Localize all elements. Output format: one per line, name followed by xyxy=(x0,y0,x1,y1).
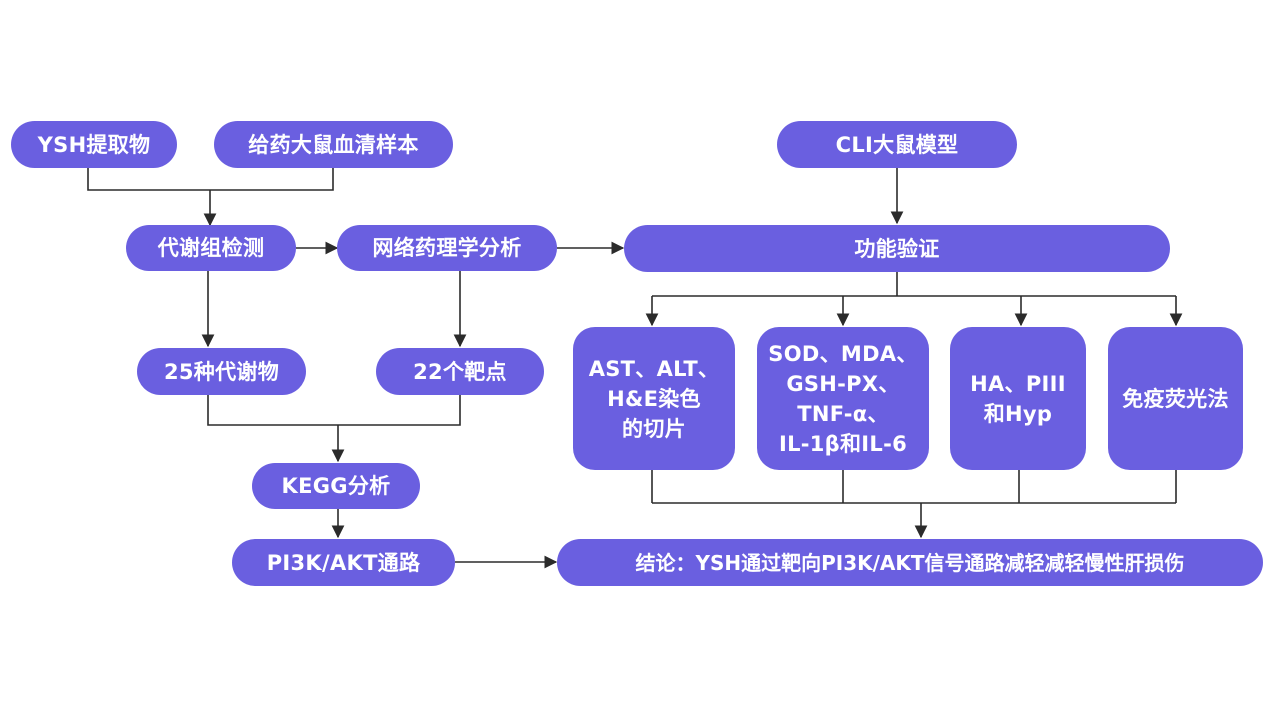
node-functional-validation: 功能验证 xyxy=(624,225,1170,272)
node-label: 25种代谢物 xyxy=(163,359,280,384)
card-lines: 免疫荧光法 xyxy=(1122,384,1229,414)
node-targets: 22个靶点 xyxy=(376,348,544,395)
card-line: SOD、MDA、 xyxy=(768,341,918,366)
card-lines: AST、ALT、 H&E染色 的切片 xyxy=(589,354,720,444)
card-line: 的切片 xyxy=(622,416,686,441)
card-line: 和Hyp xyxy=(983,401,1053,426)
node-metabolomics: 代谢组检测 xyxy=(126,225,296,271)
node-metabolites: 25种代谢物 xyxy=(137,348,306,395)
card-lines: SOD、MDA、 GSH-PX、 TNF-α、 IL-1β和IL-6 xyxy=(768,339,917,459)
node-ysh-extract: YSH提取物 xyxy=(11,121,177,168)
card-fibrosis-markers: HA、PIII 和Hyp xyxy=(950,327,1086,470)
node-serum-sample: 给药大鼠血清样本 xyxy=(214,121,453,168)
node-label: PI3K/AKT通路 xyxy=(266,550,421,575)
node-label: YSH提取物 xyxy=(37,132,151,157)
card-line: IL-1β和IL-6 xyxy=(778,431,908,456)
card-line: H&E染色 xyxy=(607,386,701,411)
node-network-pharmacology: 网络药理学分析 xyxy=(337,225,557,271)
node-cli-model: CLI大鼠模型 xyxy=(777,121,1017,168)
node-label: 22个靶点 xyxy=(413,359,507,384)
node-label: 网络药理学分析 xyxy=(372,236,522,260)
card-line: TNF-α、 xyxy=(797,401,889,426)
node-conclusion: 结论：YSH通过靶向PI3K/AKT信号通路减轻减轻慢性肝损伤 xyxy=(557,539,1263,586)
connector-to-kegg-merge xyxy=(207,395,461,426)
card-immunofluorescence: 免疫荧光法 xyxy=(1108,327,1243,470)
connector-inputs-merge xyxy=(87,168,334,191)
card-oxidative-inflammatory: SOD、MDA、 GSH-PX、 TNF-α、 IL-1β和IL-6 xyxy=(757,327,929,470)
card-line: 免疫荧光法 xyxy=(1122,386,1229,411)
node-label: 结论：YSH通过靶向PI3K/AKT信号通路减轻减轻慢性肝损伤 xyxy=(635,550,1185,575)
node-label: 给药大鼠血清样本 xyxy=(248,132,419,157)
node-label: KEGG分析 xyxy=(281,474,391,498)
card-line: GSH-PX、 xyxy=(786,371,900,396)
node-label: CLI大鼠模型 xyxy=(835,132,959,157)
card-lines: HA、PIII 和Hyp xyxy=(970,369,1066,429)
card-liver-function: AST、ALT、 H&E染色 的切片 xyxy=(573,327,735,470)
node-label: 功能验证 xyxy=(854,236,940,261)
node-pathway: PI3K/AKT通路 xyxy=(232,539,455,586)
card-line: HA、PIII xyxy=(970,371,1066,396)
node-label: 代谢组检测 xyxy=(157,236,265,260)
card-line: AST、ALT、 xyxy=(588,356,720,381)
node-kegg: KEGG分析 xyxy=(252,463,420,509)
